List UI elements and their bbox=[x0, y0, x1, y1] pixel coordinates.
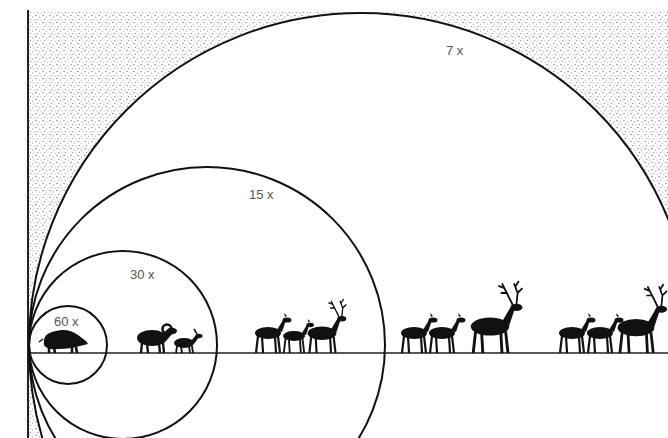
magnification-label: 7 x bbox=[446, 44, 463, 57]
magnification-circle: 7 x 15 x 30 x 60 x bbox=[28, 12, 668, 438]
magnification-circle: 60 x bbox=[28, 305, 108, 385]
circle-outline bbox=[28, 250, 218, 438]
magnification-label: 15 x bbox=[249, 188, 274, 201]
circle-outline bbox=[28, 12, 668, 438]
magnification-circle: 15 x 30 x 60 x bbox=[28, 166, 386, 438]
magnification-label: 60 x bbox=[54, 315, 79, 328]
magnification-label: 30 x bbox=[130, 268, 155, 281]
magnification-circle: 30 x 60 x bbox=[28, 250, 218, 438]
